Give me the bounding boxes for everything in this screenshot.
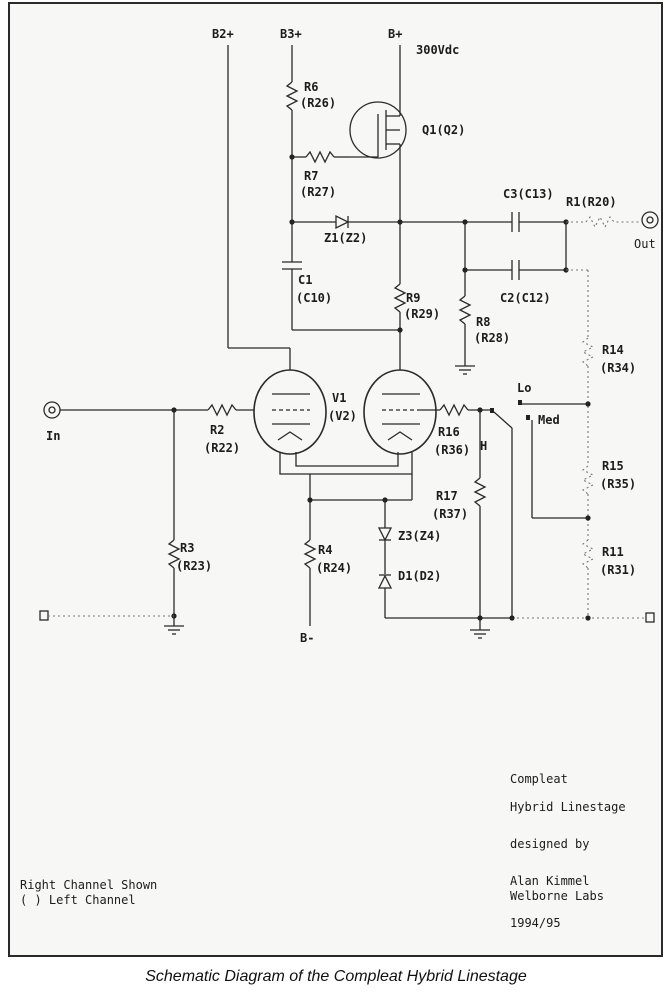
r11-alt-label: (R31) xyxy=(600,563,636,577)
resistor-r4 xyxy=(303,539,317,626)
design-year: 1994/95 xyxy=(510,916,561,930)
resistor-r6 xyxy=(285,81,299,157)
resistor-r7 xyxy=(289,150,350,164)
r11-label: R11 xyxy=(602,545,624,559)
resistor-r14 xyxy=(566,269,595,466)
vacuum-tube-v1 xyxy=(253,369,440,540)
switch-lo-label: Lo xyxy=(517,381,531,395)
d1-label: D1(D2) xyxy=(398,569,441,583)
c3-label: C3(C13) xyxy=(503,187,554,201)
r8-label: R8 xyxy=(476,315,490,329)
mosfet-q1 xyxy=(349,101,407,222)
title-line-3: designed by xyxy=(510,837,590,851)
r14-label: R14 xyxy=(602,343,624,357)
r7-alt-label: (R27) xyxy=(300,185,336,199)
title-line-2: Hybrid Linestage xyxy=(510,800,626,814)
r9-alt-label: (R29) xyxy=(404,307,440,321)
r17-label: R17 xyxy=(436,489,458,503)
output-jack-label: Out xyxy=(634,237,656,251)
zener-z3 xyxy=(377,500,393,574)
c1-alt-label: (C10) xyxy=(296,291,332,305)
supply-voltage-label: 300Vdc xyxy=(416,43,459,57)
r7-label: R7 xyxy=(304,169,318,183)
v1-alt-label: (V2) xyxy=(328,409,357,423)
zener-z1 xyxy=(289,157,403,230)
schematic-diagram: B2+ B3+ B+ 300Vdc R6 (R26) Q1(Q2) R7 (R2… xyxy=(39,27,659,645)
capacitor-c1 xyxy=(282,222,400,331)
r17-alt-label: (R37) xyxy=(432,507,468,521)
input-jack-label: In xyxy=(46,429,60,443)
title-line-1: Compleat xyxy=(510,772,568,786)
b-rail-label: B+ xyxy=(388,27,402,41)
b3-rail-label: B3+ xyxy=(280,27,302,41)
switch-med-label: Med xyxy=(538,413,560,427)
r1-label: R1(R20) xyxy=(566,195,617,209)
r8-alt-label: (R28) xyxy=(474,331,510,345)
r16-label: R16 xyxy=(438,425,460,439)
resistor-r2 xyxy=(207,403,256,417)
title-block: Compleat Hybrid Linestage designed by Al… xyxy=(510,772,626,931)
c2-label: C2(C12) xyxy=(500,291,551,305)
resistor-r11 xyxy=(581,539,595,618)
r15-label: R15 xyxy=(602,459,624,473)
legend-line-1: Right Channel Shown xyxy=(20,878,158,892)
resistor-r3 xyxy=(164,410,184,635)
b2-rail-label: B2+ xyxy=(212,27,234,41)
figure-caption: Schematic Diagram of the Compleat Hybrid… xyxy=(145,968,527,985)
company-name: Welborne Labs xyxy=(510,889,604,903)
input-jack xyxy=(43,401,208,419)
r6-alt-label: (R26) xyxy=(300,96,336,110)
capacitor-c2 xyxy=(462,222,569,280)
v1-label: V1 xyxy=(332,391,346,405)
r2-alt-label: (R22) xyxy=(204,441,240,455)
r14-alt-label: (R34) xyxy=(600,361,636,375)
q1-label: Q1(Q2) xyxy=(422,123,465,137)
schematic-sheet xyxy=(8,2,663,957)
z3-label: Z3(Z4) xyxy=(398,529,441,543)
resistor-r1 xyxy=(566,215,640,229)
resistor-r16 xyxy=(439,403,490,417)
r2-label: R2 xyxy=(210,423,224,437)
channel-legend: Right Channel Shown ( ) Left Channel xyxy=(20,878,157,908)
designer-name: Alan Kimmel xyxy=(510,874,590,888)
ground-bus-right xyxy=(385,612,655,639)
r9-label: R9 xyxy=(406,291,420,305)
legend-line-2: ( ) Left Channel xyxy=(20,893,136,907)
diode-d1 xyxy=(377,574,393,618)
r16-alt-label: (R36) xyxy=(434,443,470,457)
capacitor-c3 xyxy=(400,212,569,232)
z1-label: Z1(Z2) xyxy=(324,231,367,245)
resistor-r15 xyxy=(581,465,595,540)
r4-label: R4 xyxy=(318,543,332,557)
ground-bus-left xyxy=(39,610,174,621)
r3-label: R3 xyxy=(180,541,194,555)
bminus-rail-label: B- xyxy=(300,631,314,645)
r6-label: R6 xyxy=(304,80,318,94)
resistor-r17 xyxy=(473,410,487,618)
output-jack xyxy=(641,211,659,229)
r15-alt-label: (R35) xyxy=(600,477,636,491)
supply-rails xyxy=(227,45,401,372)
c1-label: C1 xyxy=(298,273,312,287)
resistor-r8 xyxy=(455,270,475,375)
r4-alt-label: (R24) xyxy=(316,561,352,575)
r3-alt-label: (R23) xyxy=(176,559,212,573)
resistor-r9 xyxy=(393,222,407,372)
gain-switch[interactable] xyxy=(490,400,591,618)
switch-hi-label: H xyxy=(480,439,487,453)
